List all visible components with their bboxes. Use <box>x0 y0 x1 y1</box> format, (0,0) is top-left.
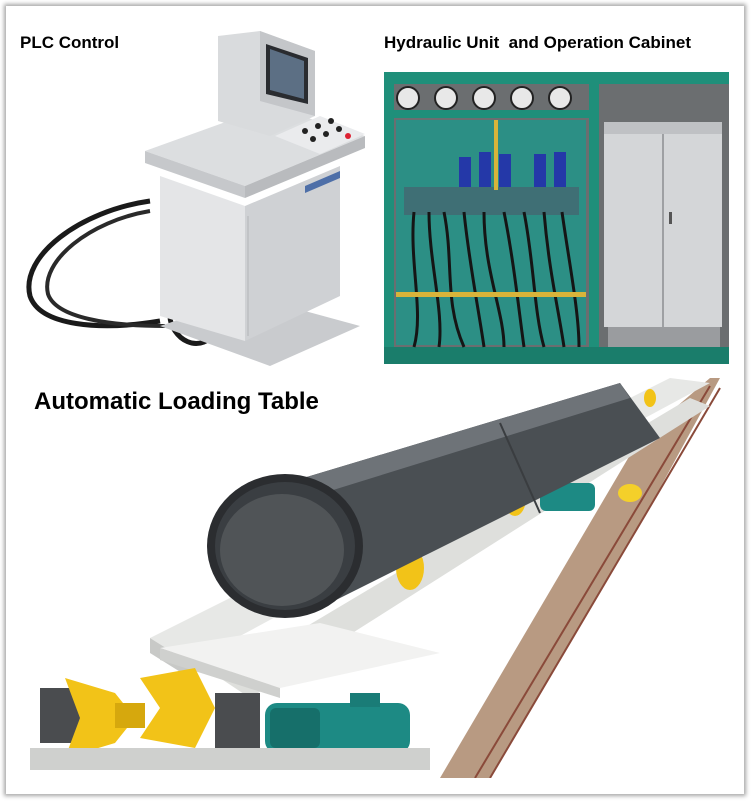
photo-collage: PLC Control Hydraulic Unit <box>6 6 744 794</box>
plc-control-photo <box>26 31 365 366</box>
hydraulic-unit-photo <box>384 72 729 364</box>
loading-table-label: Automatic Loading Table <box>34 388 319 415</box>
loading-table-photo <box>20 378 730 778</box>
hydraulic-unit-label: Hydraulic Unit and Operation Cabinet <box>384 33 691 52</box>
plc-control-label: PLC Control <box>20 33 120 52</box>
